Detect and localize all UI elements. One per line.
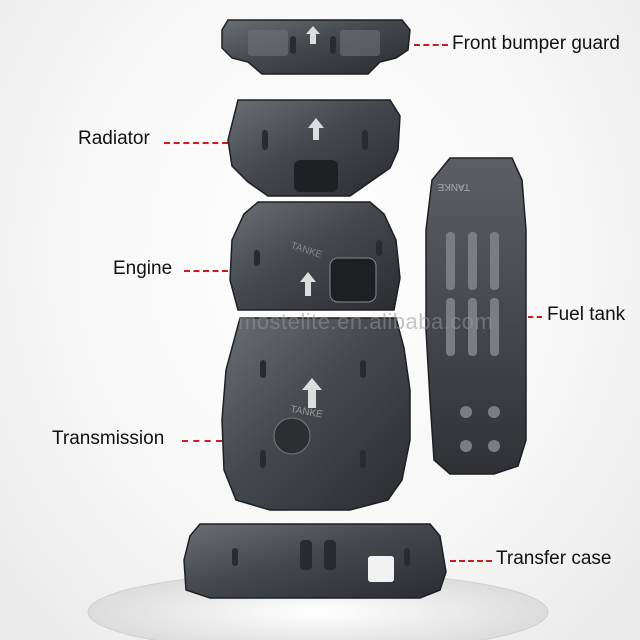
leader-line-transfer-case [450,560,492,562]
label-transfer-case: Transfer case [496,548,612,569]
label-engine: Engine [113,258,173,279]
leader-line-front-bumper-guard [414,44,448,46]
label-radiator: Radiator [78,128,150,149]
fuel-tank-plate: TANKE [425,157,527,475]
leader-line-radiator [164,142,228,144]
front-bumper-guard-plate [221,19,411,75]
leader-line-transmission [182,440,222,442]
label-transmission: Transmission [52,428,165,449]
transfer-case-plate [183,523,447,599]
label-fuel-tank: Fuel tank [547,304,626,325]
engine-plate: TANKE [229,201,401,311]
leader-line-engine [184,270,228,272]
radiator-plate [227,99,401,197]
transmission-plate: TANKE [221,317,411,511]
leader-line-fuel-tank [528,316,542,318]
label-front-bumper-guard: Front bumper guard [452,33,620,54]
watermark-text: mostelite.en.alibaba.com [238,309,494,334]
svg-text:TANKE: TANKE [437,181,470,192]
